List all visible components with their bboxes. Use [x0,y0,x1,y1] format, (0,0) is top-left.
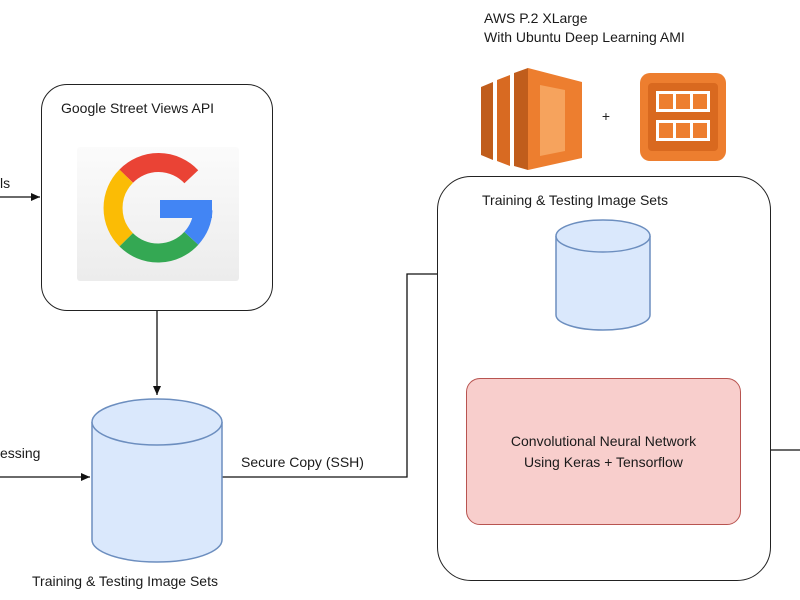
cnn-title: Convolutional Neural Network [510,432,697,449]
aws-instance-title: AWS P.2 XLarge [484,10,588,26]
local-db-label: Training & Testing Image Sets [32,573,218,589]
ec2-instance-icon [481,68,582,170]
ssh-label: Secure Copy (SSH) [241,454,364,470]
left-input-label-top: ls [0,175,11,191]
google-api-title: Google Street Views API [61,100,215,116]
cnn-box: Convolutional Neural Network Using Keras… [466,378,741,525]
cnn-subtitle: Using Keras + Tensorflow [524,453,683,470]
aws-ami-subtitle: With Ubuntu Deep Learning AMI [484,29,685,45]
plus-sign: + [602,108,610,124]
ami-icon [640,73,726,161]
left-input-label-bottom: essing [0,445,41,461]
aws-container-title: Training & Testing Image Sets [482,192,668,208]
